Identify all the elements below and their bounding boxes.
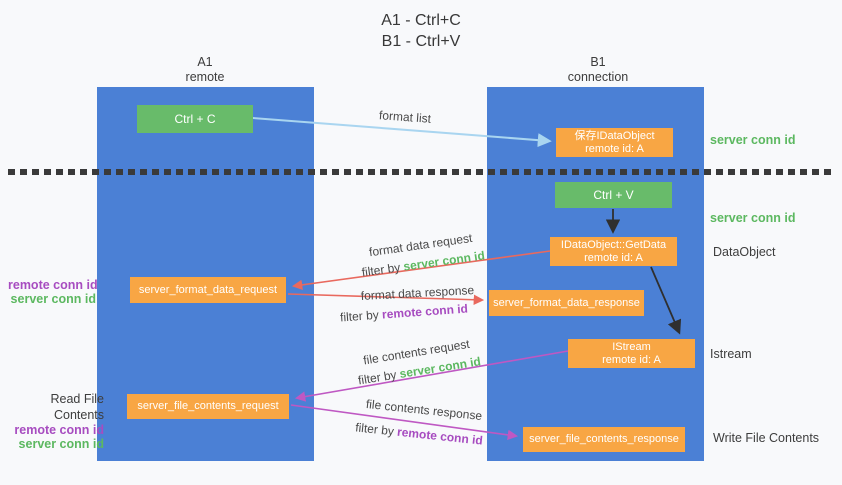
lane-header-b1-connection: B1 connection bbox=[538, 55, 658, 84]
node-save-idataobject-line1: 保存IDataObject bbox=[574, 129, 655, 142]
annotation-read-file-contents: Read File Contents bbox=[50, 392, 105, 422]
lane-a1-name: A1 bbox=[197, 55, 213, 69]
edge-label-format-list: format list bbox=[378, 108, 432, 126]
annotation-left-conn-ids: remote conn id server conn id bbox=[8, 278, 98, 306]
annotation-remote-conn-id: remote conn id bbox=[8, 278, 98, 292]
filter-by-text: filter by bbox=[360, 259, 405, 280]
node-save-idataobject: 保存IDataObject remote id: A bbox=[556, 128, 673, 157]
node-format-request-label: server_format_data_request bbox=[138, 283, 278, 296]
annotation-server-conn-id: server conn id bbox=[18, 437, 104, 451]
title-line-1: A1 - Ctrl+C bbox=[381, 12, 461, 29]
node-istream-line1: IStream bbox=[612, 340, 651, 353]
node-server-file-contents-request: server_file_contents_request bbox=[127, 394, 289, 419]
annotation-remote-conn-id: remote conn id bbox=[14, 423, 104, 437]
filter-by-text: filter by bbox=[339, 307, 383, 325]
node-file-response-label: server_file_contents_response bbox=[529, 433, 679, 445]
lane-b1-role: connection bbox=[567, 69, 629, 84]
remote-conn-id-key: remote conn id bbox=[381, 301, 469, 322]
annotation-server-conn-id: server conn id bbox=[10, 292, 96, 306]
annotation-read-file-contents-block: Read File Contents remote conn id server… bbox=[6, 391, 104, 451]
node-getdata-line1: IDataObject::GetData bbox=[560, 238, 667, 251]
lane-b1-name: B1 bbox=[590, 55, 606, 69]
node-ctrl-v: Ctrl + V bbox=[555, 182, 672, 208]
node-file-request-label: server_file_contents_request bbox=[137, 400, 279, 412]
edge-label-file-contents-request: file contents request filter by server c… bbox=[346, 332, 490, 391]
node-server-format-data-request: server_format_data_request bbox=[130, 277, 286, 303]
node-istream: IStream remote id: A bbox=[568, 339, 695, 368]
node-idataobject-getdata: IDataObject::GetData remote id: A bbox=[550, 237, 677, 266]
dotted-separator-line bbox=[8, 169, 836, 175]
filter-by-text: filter by bbox=[354, 420, 398, 439]
annotation-dataobject: DataObject bbox=[713, 245, 776, 259]
node-ctrl-c: Ctrl + C bbox=[137, 105, 253, 133]
remote-conn-id-key: remote conn id bbox=[396, 424, 484, 448]
lane-a1-role: remote bbox=[185, 69, 225, 84]
annotation-server-conn-id-mid: server conn id bbox=[710, 211, 796, 225]
annotation-server-conn-id-top: server conn id bbox=[710, 133, 796, 147]
node-server-file-contents-response: server_file_contents_response bbox=[523, 427, 685, 452]
node-format-response-label: server_format_data_response bbox=[493, 296, 640, 309]
diagram-title: A1 - Ctrl+C B1 - Ctrl+V bbox=[0, 10, 842, 52]
node-ctrl-c-label: Ctrl + C bbox=[174, 111, 216, 126]
filter-by-text: filter by bbox=[357, 367, 401, 388]
node-save-idataobject-line2: remote id: A bbox=[585, 142, 644, 155]
lane-header-a1-remote: A1 remote bbox=[145, 55, 265, 84]
node-istream-line2: remote id: A bbox=[602, 353, 661, 366]
edge-label-format-data-request: format data request filter by server con… bbox=[346, 226, 498, 284]
annotation-istream: Istream bbox=[710, 347, 752, 361]
annotation-write-file-contents: Write File Contents bbox=[713, 431, 820, 445]
node-getdata-line2: remote id: A bbox=[584, 251, 643, 264]
title-line-2: B1 - Ctrl+V bbox=[381, 33, 461, 50]
node-server-format-data-response: server_format_data_response bbox=[489, 290, 644, 316]
node-ctrl-v-label: Ctrl + V bbox=[593, 187, 634, 202]
